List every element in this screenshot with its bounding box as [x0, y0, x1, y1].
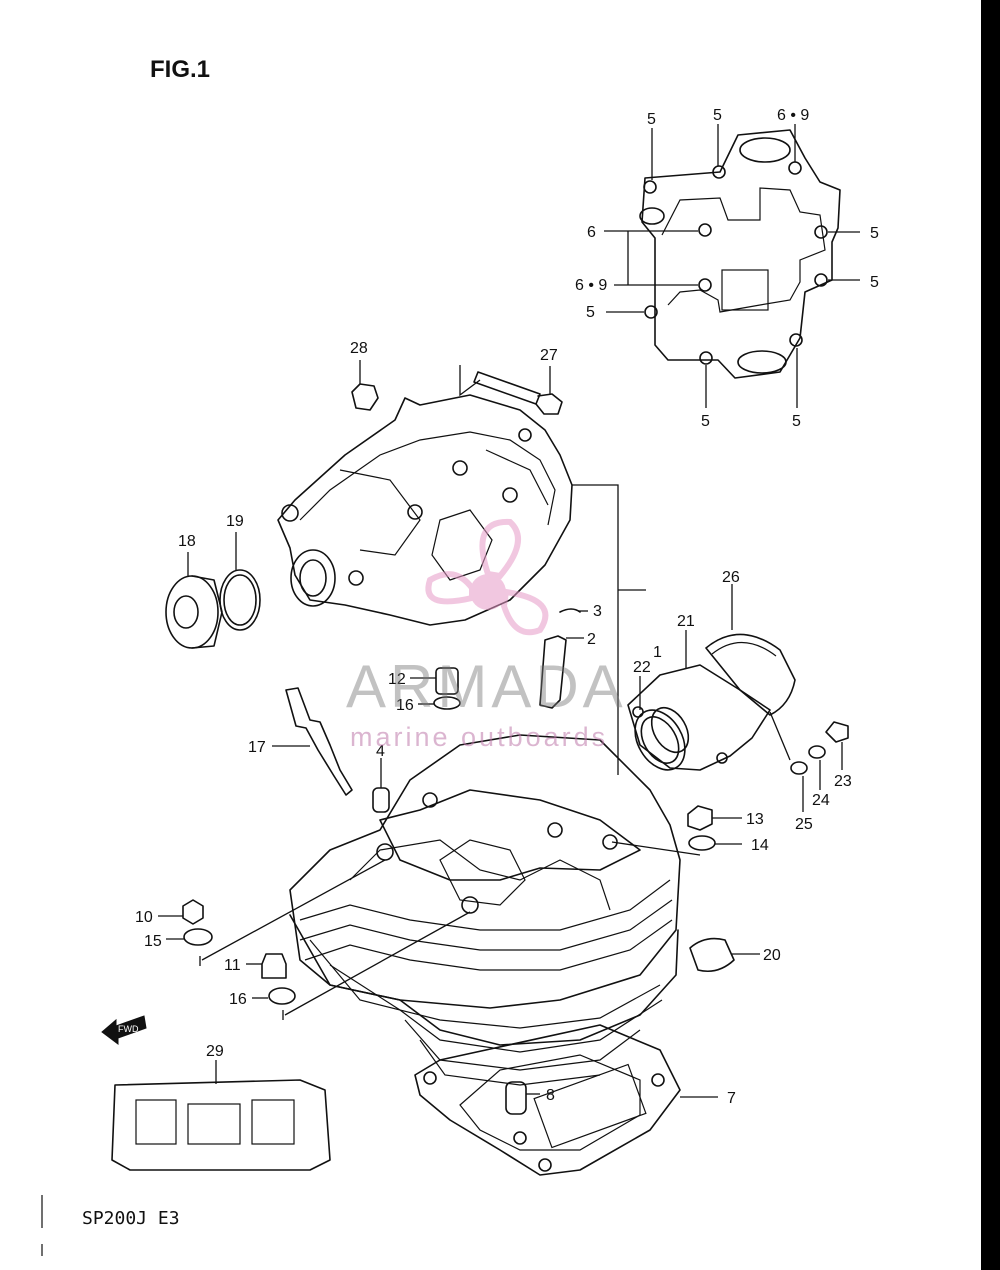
callout-5f: 5 [701, 413, 710, 430]
callout-5b: 5 [713, 107, 722, 124]
callout-4: 4 [376, 743, 385, 760]
part-12-stud [410, 667, 459, 695]
callout-22: 22 [633, 659, 651, 676]
footer-model-code: SP200J E3 [82, 1208, 180, 1229]
scan-border [981, 0, 1000, 1270]
callout-6: 6 [587, 224, 596, 241]
cylinder-head [289, 734, 681, 1009]
callout-7: 7 [727, 1090, 736, 1107]
callout-14: 14 [751, 837, 769, 854]
fwd-label: FWD [118, 1024, 139, 1034]
cylinder-head-leaders [199, 841, 701, 1020]
callout-24: 24 [812, 792, 830, 809]
callout-8: 8 [546, 1087, 555, 1104]
callout-18: 18 [178, 533, 196, 550]
plan-view-leaders [604, 124, 860, 408]
part-7-base-gasket [414, 1024, 718, 1176]
watermark-logo-mark [425, 518, 549, 636]
callout-16-lower: 16 [229, 991, 247, 1008]
callout-16-upper: 16 [396, 697, 414, 714]
callout-6-9-left: 6 • 9 [575, 277, 607, 294]
callout-2: 2 [587, 631, 596, 648]
callout-6-9-top: 6 • 9 [777, 107, 809, 124]
part-16-washer-lower [252, 987, 296, 1005]
part-10-nut [158, 899, 204, 925]
part-13-nut [687, 805, 742, 831]
callout-19: 19 [226, 513, 244, 530]
callout-5e: 5 [586, 304, 595, 321]
part-3-clip [559, 608, 588, 613]
callout-11: 11 [224, 957, 241, 974]
callout-5d: 5 [870, 274, 879, 291]
callout-labels: 1 2 3 4 5 5 5 5 5 5 5 6 6 • 9 6 • 9 7 8 … [135, 107, 879, 1107]
part-1-bracket [459, 365, 646, 775]
callout-3: 3 [593, 603, 602, 620]
callout-10: 10 [135, 909, 153, 926]
callout-26: 26 [722, 569, 740, 586]
part-28-nut [351, 360, 379, 411]
callout-15: 15 [144, 933, 162, 950]
part-4-dowel [372, 758, 390, 813]
callout-23: 23 [834, 773, 852, 790]
cylinder-head-cover [277, 394, 573, 626]
callout-1: 1 [653, 644, 662, 661]
part-11-cap-nut [246, 953, 287, 979]
callout-5c: 5 [870, 225, 879, 242]
callout-29: 29 [206, 1043, 224, 1060]
callout-25: 25 [795, 816, 813, 833]
callout-20: 20 [763, 947, 781, 964]
part-26-clamp [705, 584, 796, 716]
callout-12: 12 [388, 671, 406, 688]
part-17-spark-plug [272, 687, 353, 796]
callout-27: 27 [540, 347, 558, 364]
head-cover-plan-view [639, 129, 841, 379]
callout-17: 17 [248, 739, 266, 756]
part-16-washer-upper [418, 696, 461, 710]
part-15-washer [166, 928, 213, 946]
callout-5g: 5 [792, 413, 801, 430]
callout-28: 28 [350, 340, 368, 357]
part-27-bolt [473, 366, 563, 415]
part-20-plug [689, 937, 760, 973]
callout-21: 21 [677, 613, 695, 630]
cylinder-block [289, 914, 679, 1086]
watermark-brand: ARMADA [346, 653, 627, 720]
part-19-o-ring [219, 532, 261, 631]
callout-5a: 5 [647, 111, 656, 128]
part-24-washer [808, 745, 826, 790]
part-25-washer [769, 711, 808, 812]
part-29-gasket-set [111, 1060, 331, 1171]
forward-direction-arrow: FWD [101, 1015, 147, 1045]
watermark-tagline: marine outboards [350, 722, 609, 752]
callout-13: 13 [746, 811, 764, 828]
part-21-intake-pipe [627, 630, 771, 771]
figure-title: FIG.1 [150, 56, 211, 83]
part-14-washer [688, 835, 742, 851]
part-8-dowel [505, 1081, 540, 1115]
part-23-screw [825, 721, 849, 770]
part-2-valve-guide [539, 635, 584, 709]
part-18-cap [165, 552, 223, 649]
